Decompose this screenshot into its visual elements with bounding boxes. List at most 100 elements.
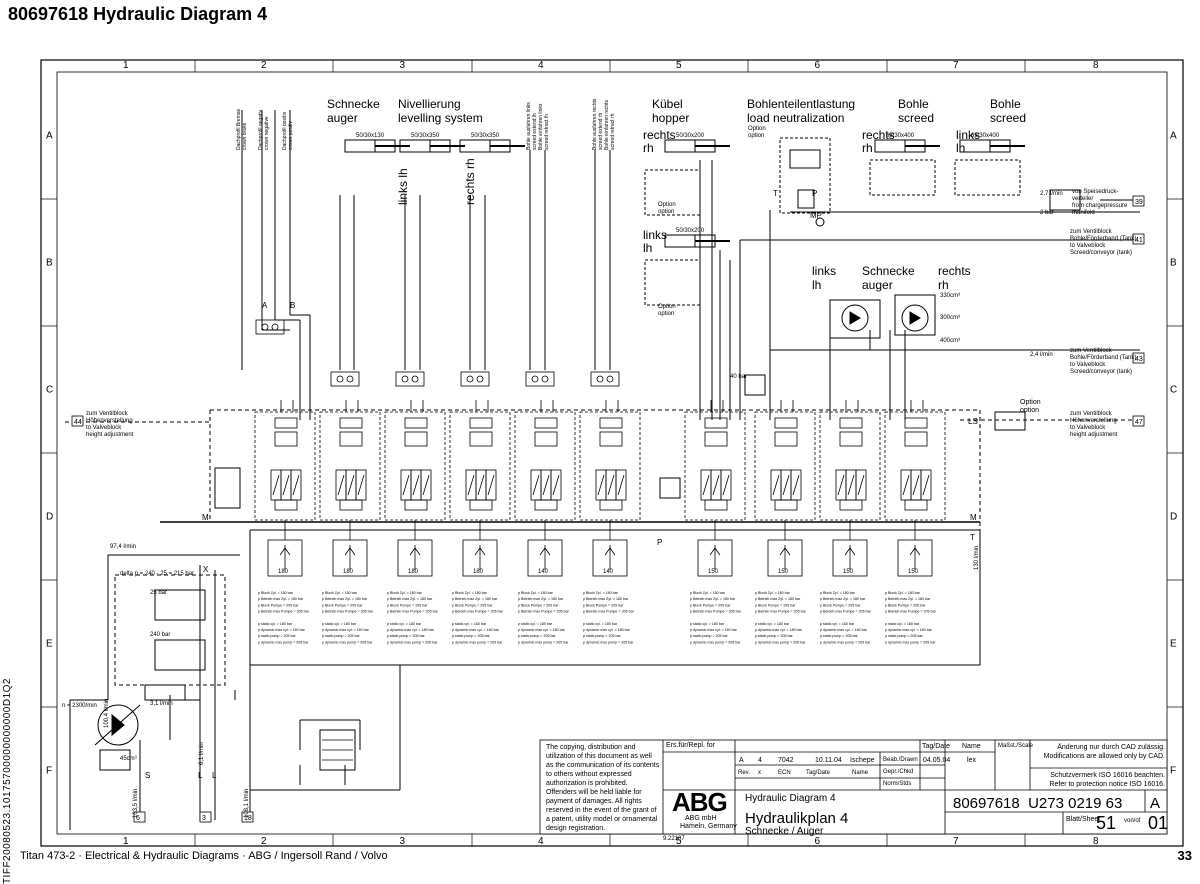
grid-row-label: A bbox=[1170, 131, 1177, 142]
valve-pressure-label: 180 bbox=[343, 569, 354, 575]
rotated-line-label: screed retract rh bbox=[610, 113, 616, 150]
option-label-1: Option bbox=[658, 202, 676, 208]
spec-line: p Block Zyl. = 180 bar bbox=[322, 591, 358, 595]
heading-nivellierung: Nivellierung bbox=[398, 97, 461, 111]
grid-column-label: 1 bbox=[123, 836, 129, 847]
rotated-line-label: screed extend lh bbox=[532, 113, 538, 150]
option-label-2: Option bbox=[658, 304, 676, 310]
heading-auger: auger bbox=[327, 111, 358, 125]
rotated-line-label: Bohle ausfahren links bbox=[526, 102, 532, 150]
heading-screed-2: screed bbox=[990, 111, 1026, 125]
valve-pressure-label: 140 bbox=[538, 569, 549, 575]
of-number: 01 bbox=[1148, 813, 1169, 833]
spec-line: p Block Pumpe = 205 bar bbox=[820, 603, 861, 607]
company-name: ABG mbH bbox=[685, 815, 717, 822]
spec-line: p Block Pumpe = 205 bar bbox=[322, 603, 363, 607]
spec-line: p static pump = 205 bar bbox=[387, 634, 425, 638]
cylinder-size: 50/30x130 bbox=[356, 133, 385, 139]
title-de: Hydraulikplan 4 bbox=[745, 810, 849, 827]
valveblock-left-4: height adjustment bbox=[86, 432, 134, 438]
of-label: von/of bbox=[1124, 818, 1141, 824]
company-city: Hameln, Germany bbox=[680, 823, 737, 830]
rotated-line-label: Dachprofil positiv bbox=[282, 111, 288, 150]
page-title: 80697618 Hydraulic Diagram 4 bbox=[8, 4, 268, 24]
svg-text:X: X bbox=[203, 565, 209, 574]
reference-box-n3: 3 bbox=[199, 811, 212, 823]
flow-103-5: 103,5 l/min bbox=[133, 789, 139, 818]
spec-line: p Betrieb max Pumpe = 205 bar bbox=[518, 610, 570, 614]
valve-pressure-label: 150 bbox=[843, 569, 854, 575]
label-rechts-vertical: rechts rh bbox=[463, 158, 477, 205]
svg-text:L: L bbox=[198, 771, 203, 780]
spec-line: p static cyl. = 180 bar bbox=[387, 622, 422, 626]
valve-section: 180 bbox=[449, 400, 511, 577]
spec-line: p Betrieb max Zyl. = 180 bar bbox=[518, 597, 564, 601]
valve-pressure-label: 180 bbox=[408, 569, 419, 575]
heading-levelling: levelling system bbox=[398, 111, 483, 125]
hydraulic-lines bbox=[65, 110, 1140, 830]
flow-97-4: 97,4 l/min bbox=[110, 544, 136, 550]
heading-load-neutral: load neutralization bbox=[747, 111, 844, 125]
title-en: Hydraulic Diagram 4 bbox=[745, 793, 836, 804]
option-label-3b: option bbox=[748, 133, 764, 139]
spec-line: p dynamic max pump = 205 bar bbox=[755, 640, 806, 644]
rev-row-name: Ischepe bbox=[850, 757, 875, 764]
rotated-line-label: Bohle einfahren rechts bbox=[604, 99, 610, 150]
label-links-motor: links bbox=[812, 264, 836, 278]
spec-line: p static pump = 205 bar bbox=[885, 634, 923, 638]
spec-line: p dynamic max pump = 205 bar bbox=[690, 640, 741, 644]
cc-45: 45cm³ bbox=[120, 756, 137, 762]
flow-130: 130 l/min bbox=[974, 546, 980, 570]
spec-line: p Betrieb max Zyl. = 180 bar bbox=[820, 597, 866, 601]
flow-100-4: 100,4 l/min bbox=[104, 699, 110, 728]
svg-text:T: T bbox=[970, 533, 975, 542]
svg-text:LS: LS bbox=[968, 417, 978, 426]
section-headings: Schnecke auger Nivellierung levelling sy… bbox=[327, 97, 1026, 292]
conn39-2: verteiler bbox=[1072, 196, 1093, 202]
valve-section: 150 bbox=[884, 400, 946, 577]
flow-2-4: 2,4 l/min bbox=[1030, 352, 1053, 358]
reference-box-n6: 6 bbox=[133, 811, 146, 823]
conn39-1: von Speisedruck- bbox=[1072, 189, 1118, 195]
valve-pressure-label: 150 bbox=[778, 569, 789, 575]
drawn-by: lex bbox=[967, 757, 976, 764]
ers-fuer: Ers.für/Repl. for bbox=[666, 742, 716, 749]
spec-line: p dynamic max cyl. = 180 bar bbox=[518, 628, 566, 632]
spec-line: p dynamic max cyl. = 180 bar bbox=[820, 628, 868, 632]
check-valve-pair bbox=[525, 371, 555, 387]
grid-column-label: 1 bbox=[123, 60, 129, 71]
bar-25: 25 bar bbox=[150, 590, 167, 596]
hydraulic-cylinder: 50/30x200 bbox=[664, 133, 730, 153]
conn41-3: to Valveblock bbox=[1070, 243, 1106, 249]
valve-pressure-label: 180 bbox=[473, 569, 484, 575]
spec-line: p Betrieb max Pumpe = 205 bar bbox=[258, 610, 310, 614]
check-valves bbox=[255, 319, 620, 387]
flow-108-1: 108,1 l/min bbox=[244, 789, 250, 818]
grid-column-label: 6 bbox=[815, 836, 821, 847]
scale-label: Maßst./Scale bbox=[998, 743, 1034, 749]
protection-notice: Schutzvermerk ISO 16016 beachten. Refer … bbox=[1049, 772, 1165, 788]
spec-line: p Block Zyl. = 180 bar bbox=[690, 591, 726, 595]
valve-pressure-label: 150 bbox=[708, 569, 719, 575]
spec-line: p dynamic max cyl. = 180 bar bbox=[885, 628, 933, 632]
grid-column-label: 8 bbox=[1093, 60, 1099, 71]
delta-p: delta p = 240 - 25 = 215 bar bbox=[120, 571, 194, 577]
label-links-screed: links bbox=[956, 128, 980, 142]
beab-label: Beab./Drawn bbox=[883, 757, 918, 763]
valveblock-right-2: Höhenverstellung bbox=[1070, 418, 1117, 424]
valveblock-right-4: height adjustment bbox=[1070, 432, 1118, 438]
reference-number: 41 bbox=[1135, 237, 1143, 244]
rotated-line-label: crown brake bbox=[242, 123, 248, 150]
spec-line: p Betrieb max Pumpe = 205 bar bbox=[583, 610, 635, 614]
grid-row-label: B bbox=[1170, 258, 1177, 269]
grid-row-label: A bbox=[46, 131, 53, 142]
svg-text:S: S bbox=[145, 771, 150, 780]
spec-line: p Betrieb max Pumpe = 205 bar bbox=[452, 610, 504, 614]
grid-column-label: 2 bbox=[261, 836, 267, 847]
document-number: 80697618 U273 0219 63 bbox=[953, 795, 1123, 812]
valveblock-left-3: to Valveblock bbox=[86, 425, 122, 431]
spec-line: p Betrieb max Pumpe = 205 bar bbox=[755, 610, 807, 614]
